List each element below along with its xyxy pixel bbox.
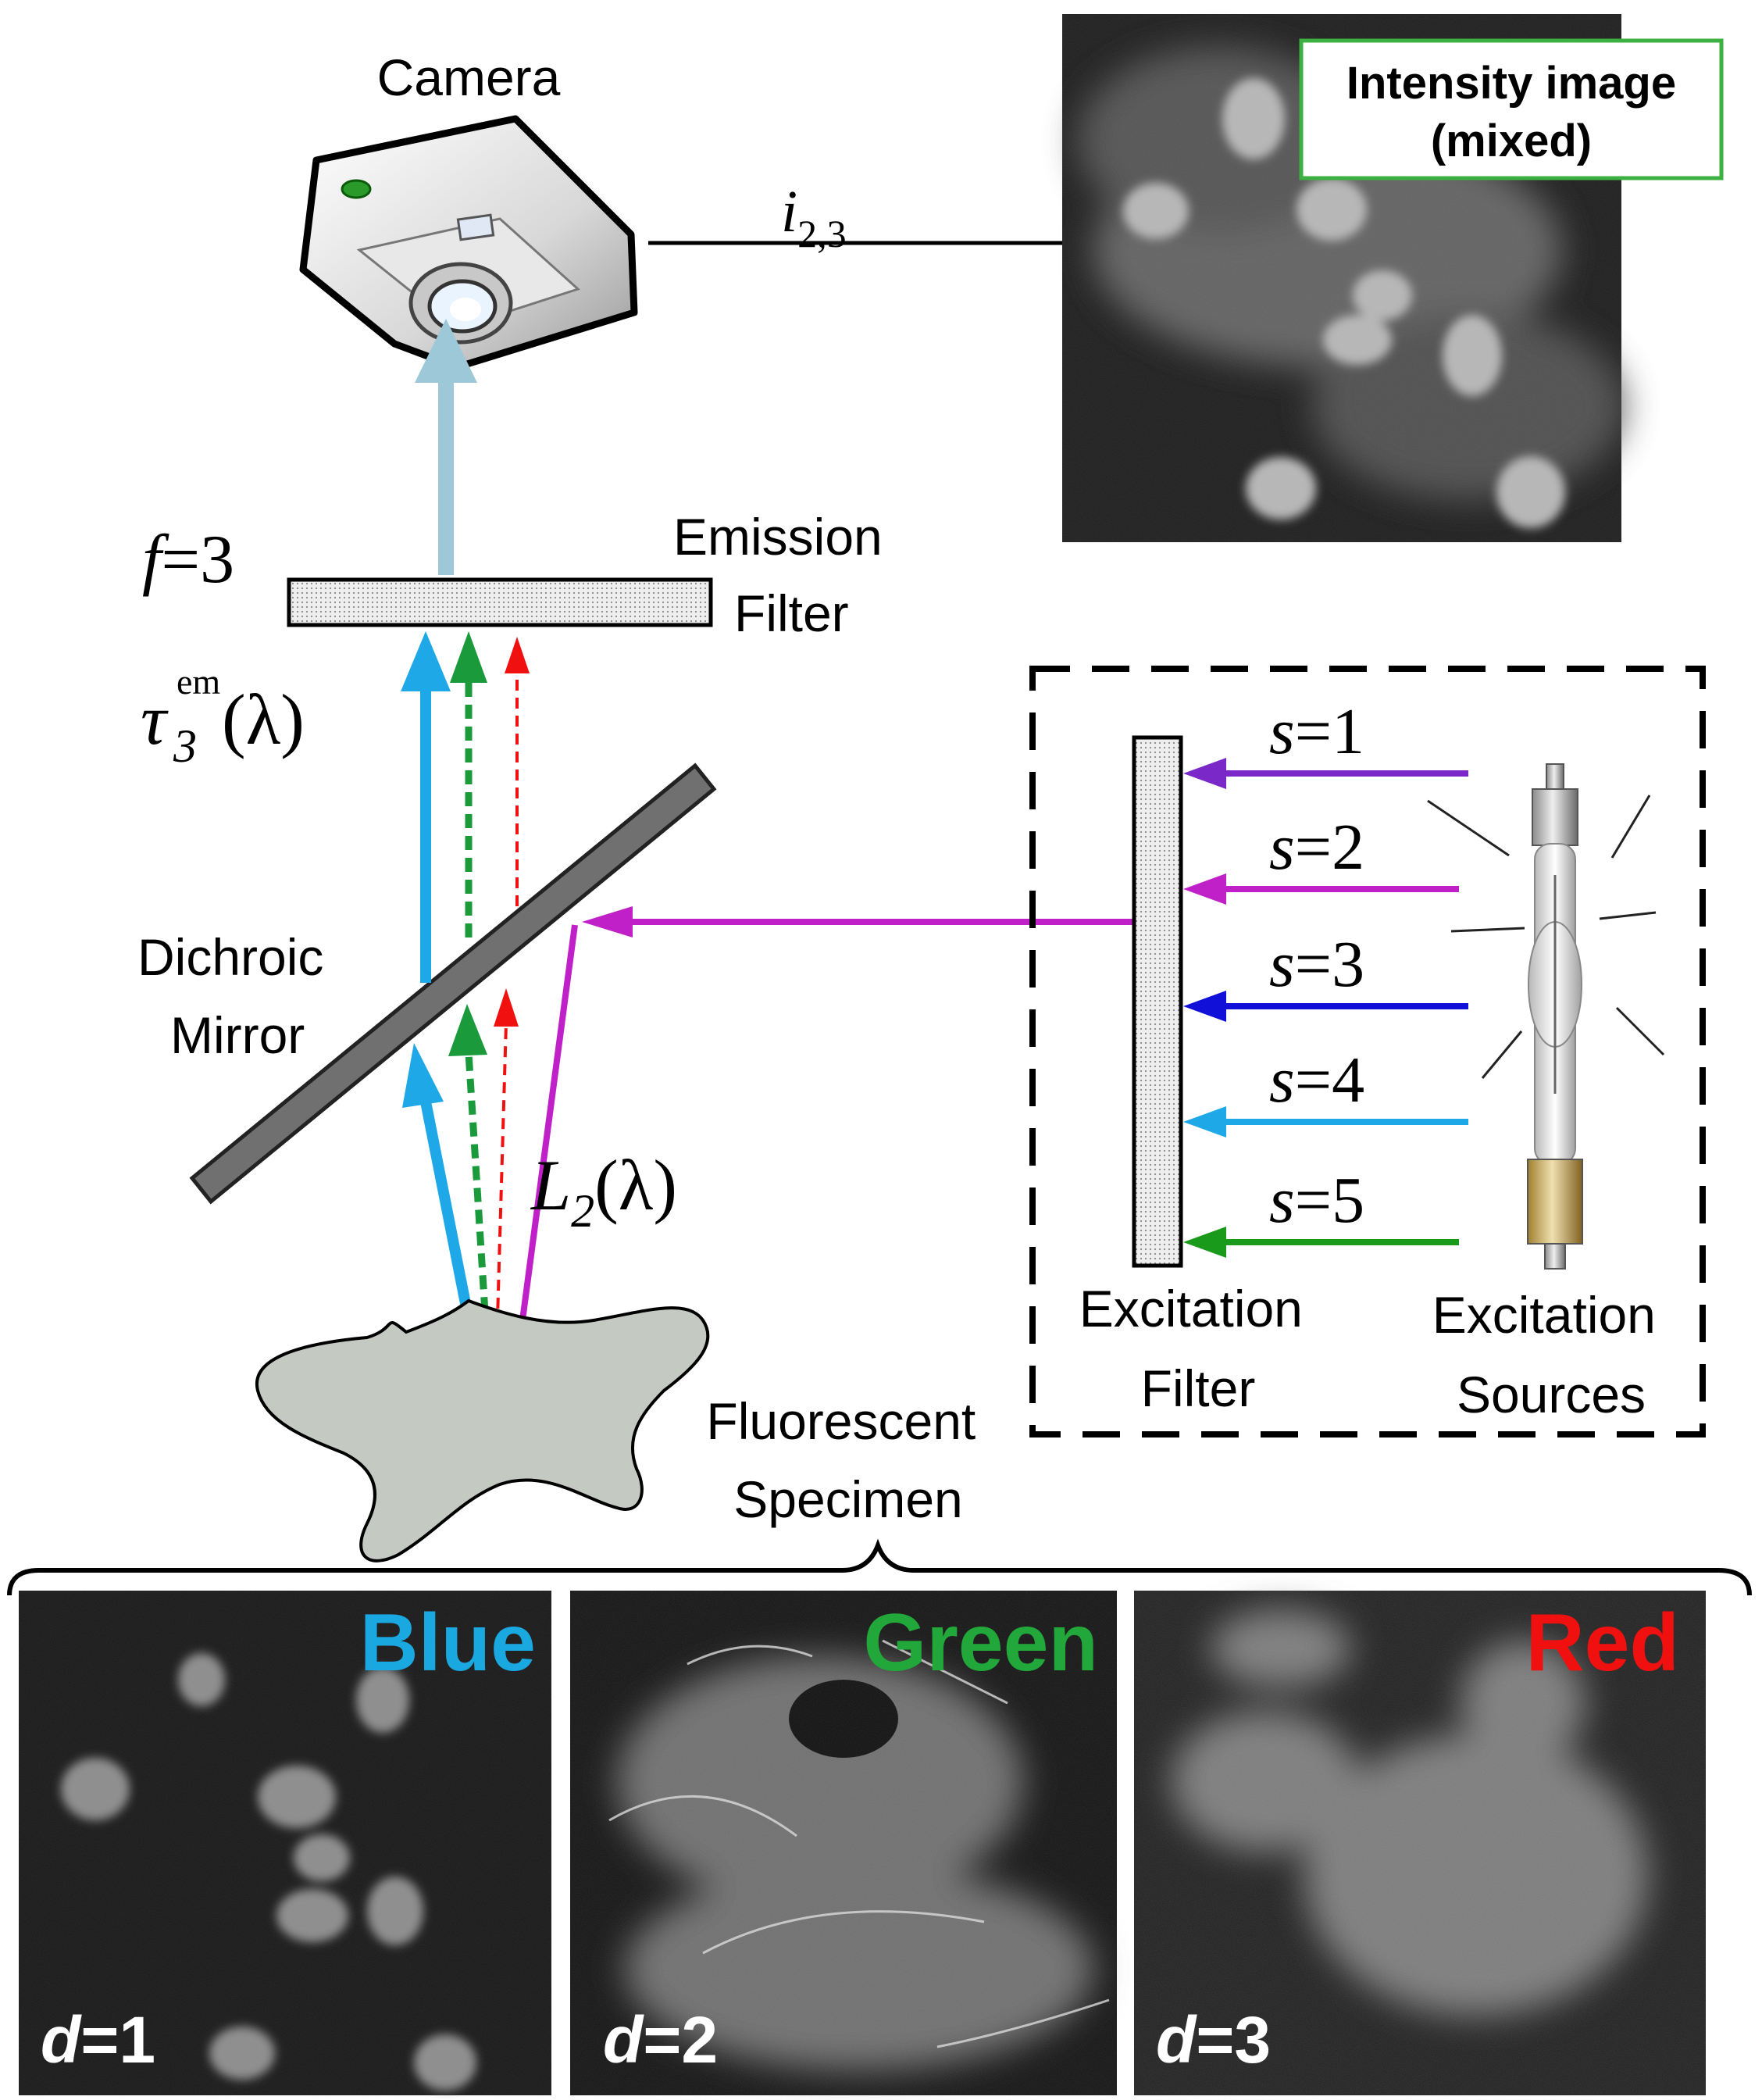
intensity-image-title-box: Intensity image (mixed): [1299, 38, 1724, 180]
red-channel-panel: [1134, 1591, 1706, 2095]
lamp-illustration: [1427, 763, 1665, 1270]
specimen-label: Fluorescent Specimen: [706, 1392, 990, 1528]
excitation-light-label: L2(λ): [530, 1145, 677, 1237]
svg-text:τ: τ: [141, 680, 169, 759]
svg-text:3: 3: [173, 720, 197, 772]
camera-beam-arrow: [415, 319, 477, 575]
excitation-filter-label: Excitation Filter: [1079, 1280, 1317, 1417]
svg-text:Intensity image: Intensity image: [1346, 58, 1676, 109]
specimen-brace: [7, 1538, 1752, 1596]
source-label-3: s=3: [1269, 928, 1364, 1001]
green-channel-panel: [570, 1591, 1117, 2095]
fluorescent-specimen: [255, 1298, 710, 1562]
camera-illustration: [299, 115, 638, 371]
panel-index-3: d=3: [1156, 2003, 1271, 2077]
panel-title-red: Red: [1526, 1598, 1679, 1688]
svg-text:(λ): (λ): [222, 680, 305, 759]
source-label-5: s=5: [1269, 1164, 1364, 1237]
source-arrow-1: s=1: [1183, 695, 1468, 789]
emission-filter: [287, 577, 713, 627]
source-arrow-5: s=5: [1183, 1164, 1459, 1258]
dichroic-mirror-label: Dichroic Mirror: [137, 928, 338, 1064]
emission-transmission-label: τ em 3 (λ): [141, 662, 305, 772]
panel-labels: Blue d=1 Green d=2 Red d=3: [41, 1598, 1679, 2077]
source-label-1: s=1: [1269, 695, 1364, 768]
excitation-sources-label: Excitation Sources: [1432, 1286, 1670, 1423]
blue-channel-panel: [19, 1591, 551, 2095]
panel-title-blue: Blue: [360, 1598, 536, 1688]
camera-label: Camera: [377, 48, 561, 106]
camera-indicator-light: [341, 179, 372, 199]
panel-index-2: d=2: [603, 2003, 718, 2077]
source-arrow-3: s=3: [1183, 928, 1468, 1022]
filter-index-label: f=3: [142, 522, 234, 598]
source-label-2: s=2: [1269, 811, 1364, 884]
source-arrow-2: s=2: [1183, 811, 1459, 905]
source-label-4: s=4: [1269, 1044, 1364, 1116]
dichroic-mirror: [189, 762, 717, 1205]
panel-title-green: Green: [863, 1598, 1098, 1688]
excitation-filter: [1132, 735, 1183, 1268]
svg-text:em: em: [177, 662, 220, 702]
source-arrow-4: s=4: [1183, 1044, 1468, 1138]
emission-filter-label: Emission Filter: [673, 508, 897, 642]
svg-text:(mixed): (mixed): [1431, 116, 1592, 166]
green-emission-ray: [448, 631, 494, 1399]
panel-index-1: d=1: [41, 2003, 155, 2077]
output-variable-label: i2,3: [781, 179, 847, 255]
excitation-source-arrows: s=1 s=2 s=3 s=4 s=5: [1183, 695, 1468, 1258]
